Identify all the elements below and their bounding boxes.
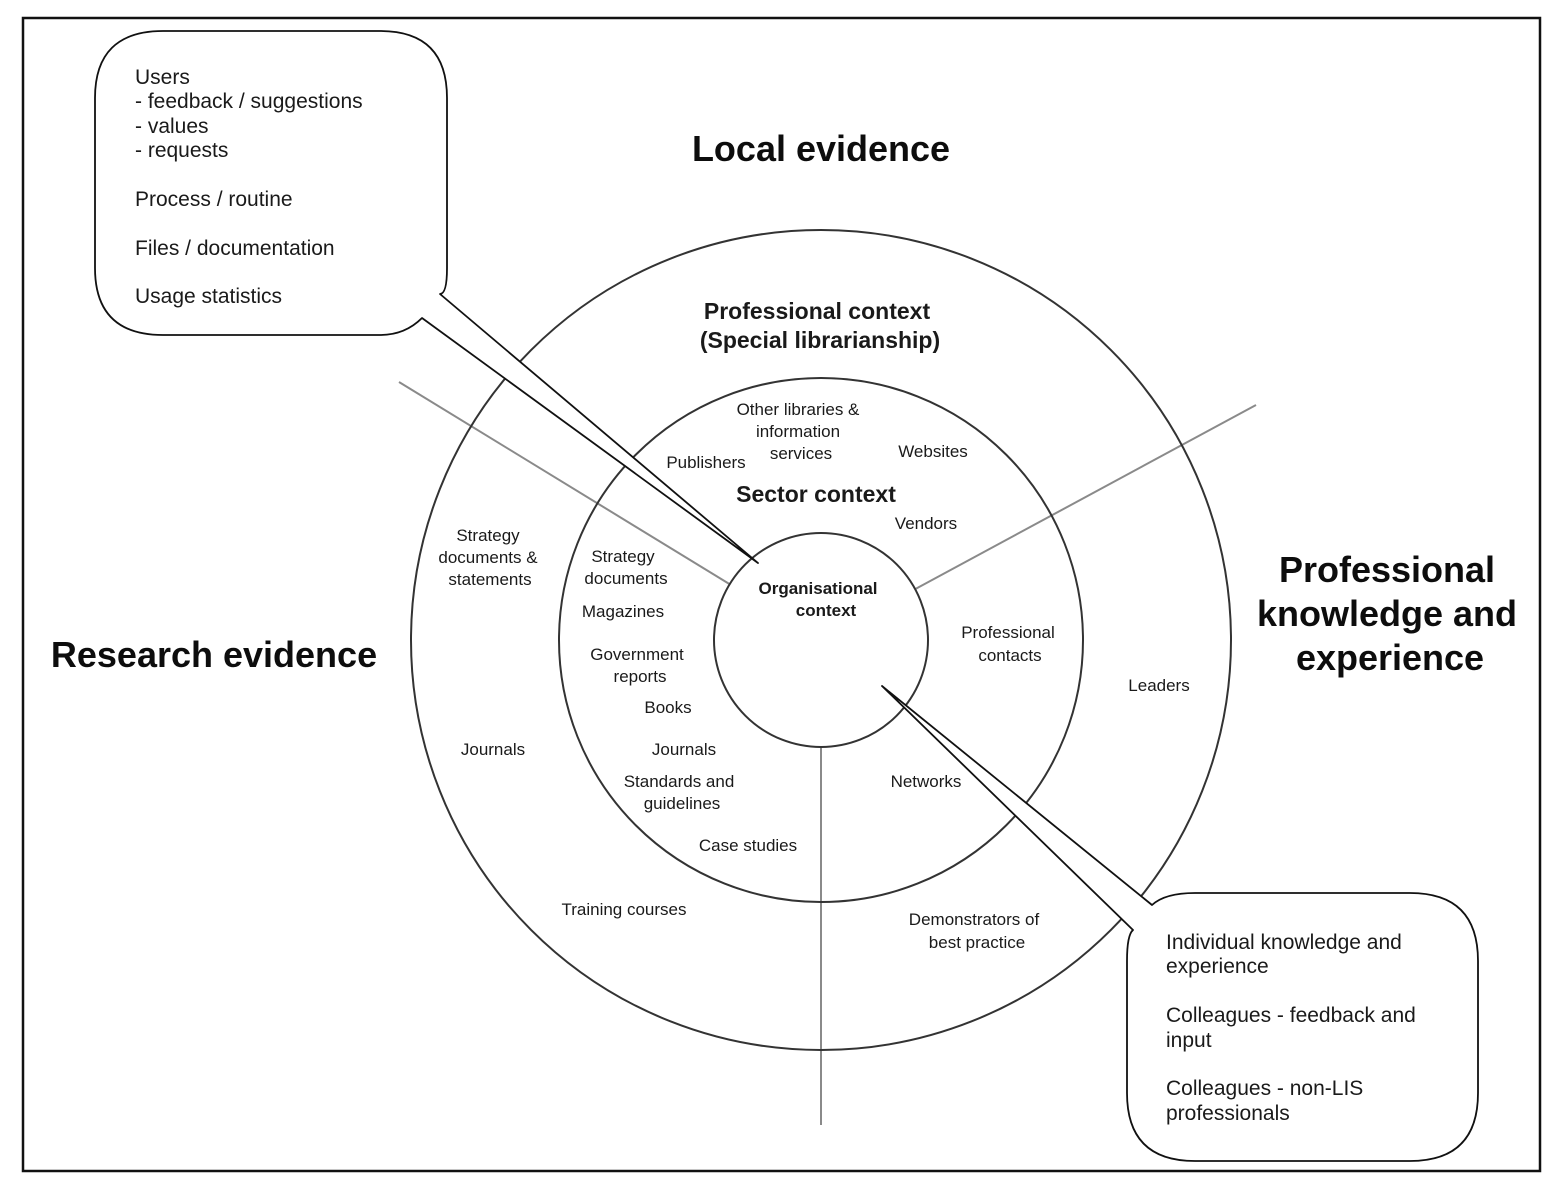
outer-item-training-courses: Training courses: [561, 900, 686, 919]
middle-item-professional-contacts-line2: contacts: [978, 646, 1041, 665]
label-professional-context-line2: (Special librarianship): [700, 327, 940, 353]
heading-professional-knowledge-line1: Professional: [1279, 549, 1495, 590]
callout-local-evidence: [94, 30, 759, 564]
callout-prof-colleagues-line1: Colleagues - feedback and: [1166, 1004, 1416, 1027]
middle-item-magazines: Magazines: [582, 602, 664, 621]
middle-item-journals: Journals: [652, 740, 716, 759]
middle-item-standards-line2: guidelines: [644, 794, 721, 813]
callout-prof-individual-line2: experience: [1166, 955, 1269, 978]
middle-item-other-libraries-line1: Other libraries &: [737, 400, 860, 419]
middle-item-publishers: Publishers: [666, 453, 745, 472]
outer-item-leaders: Leaders: [1128, 676, 1189, 695]
middle-item-vendors: Vendors: [895, 514, 957, 533]
callout-local-values: - values: [135, 115, 209, 138]
middle-item-government-line1: Government: [590, 645, 684, 664]
callout-local-requests: - requests: [135, 139, 228, 162]
callout-local-feedback: - feedback / suggestions: [135, 90, 363, 113]
outer-item-strategy-line3: statements: [448, 570, 531, 589]
callout-prof-colleagues-line2: input: [1166, 1029, 1212, 1052]
callout-prof-individual-line1: Individual knowledge and: [1166, 931, 1402, 954]
outer-circle-professional-context: [410, 229, 1232, 1051]
callout-local-process: Process / routine: [135, 188, 293, 211]
callout-prof-nonlis-line1: Colleagues - non-LIS: [1166, 1077, 1363, 1100]
callout-professional-knowledge: [881, 685, 1479, 1162]
outer-item-demonstrators-line1: Demonstrators of: [909, 910, 1040, 929]
middle-item-networks: Networks: [891, 772, 962, 791]
label-sector-context: Sector context: [736, 481, 896, 507]
heading-local-evidence: Local evidence: [692, 128, 950, 169]
callout-local-usage: Usage statistics: [135, 285, 282, 308]
middle-item-professional-contacts-line1: Professional: [961, 623, 1055, 642]
outer-item-journals: Journals: [461, 740, 525, 759]
heading-professional-knowledge-line3: experience: [1296, 637, 1484, 678]
middle-item-other-libraries-line3: services: [770, 444, 832, 463]
middle-item-other-libraries-line2: information: [756, 422, 840, 441]
middle-item-government-line2: reports: [614, 667, 667, 686]
label-organisational-context-line2: context: [796, 601, 857, 620]
outer-item-strategy-line1: Strategy: [456, 526, 520, 545]
middle-item-websites: Websites: [898, 442, 968, 461]
callout-local-files: Files / documentation: [135, 237, 335, 260]
callout-local-users: Users: [135, 66, 190, 89]
middle-item-standards-line1: Standards and: [624, 772, 735, 791]
outer-item-demonstrators-line2: best practice: [929, 933, 1025, 952]
middle-item-case-studies: Case studies: [699, 836, 797, 855]
callout-prof-nonlis-line2: professionals: [1166, 1102, 1290, 1125]
heading-professional-knowledge-line2: knowledge and: [1257, 593, 1517, 634]
label-professional-context-line1: Professional context: [704, 298, 931, 324]
middle-circle-sector-context: [558, 377, 1084, 903]
heading-research-evidence: Research evidence: [51, 634, 377, 675]
middle-item-books: Books: [644, 698, 691, 717]
outer-item-strategy-line2: documents &: [438, 548, 538, 567]
label-organisational-context-line1: Organisational: [758, 579, 877, 598]
middle-item-strategy-line2: documents: [584, 569, 667, 588]
inner-circle-organisational-context: [713, 532, 929, 748]
middle-item-strategy-line1: Strategy: [591, 547, 655, 566]
